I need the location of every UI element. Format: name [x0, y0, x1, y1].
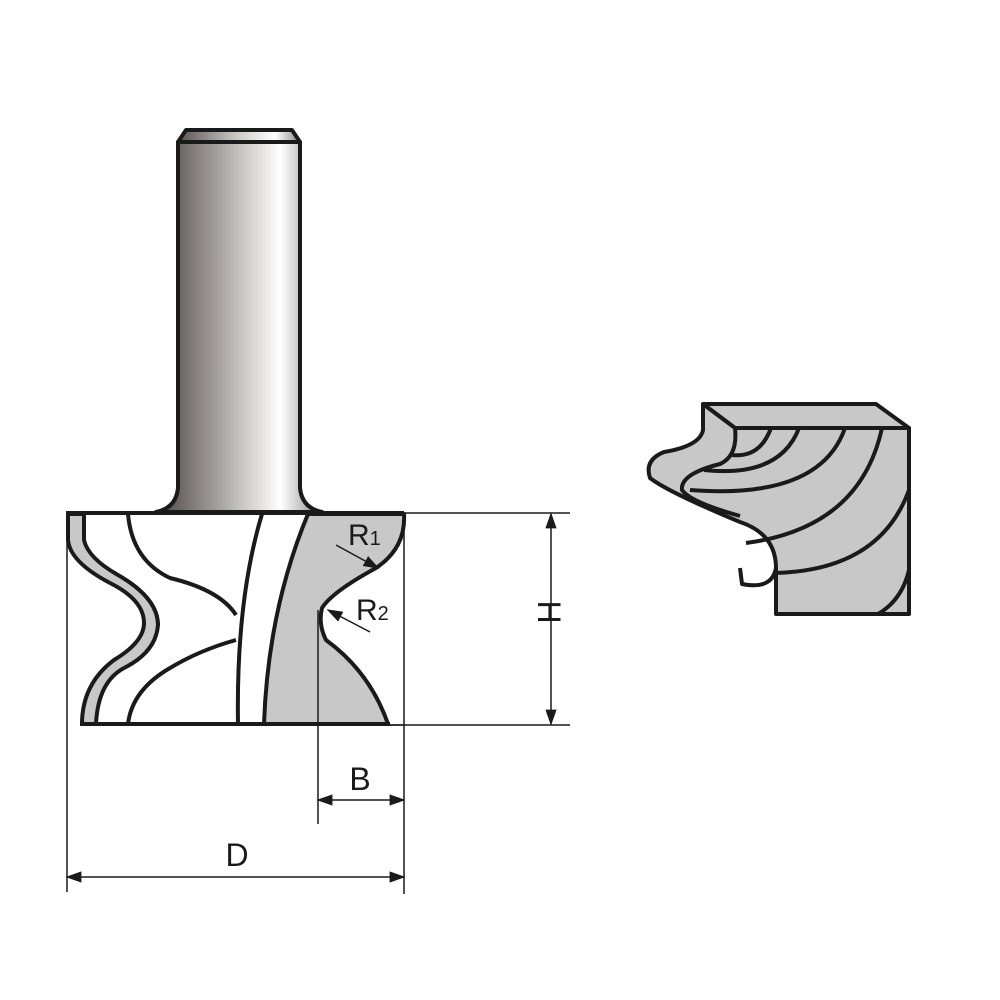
- diameter-dimension: D: [65, 837, 406, 883]
- shank: [154, 128, 324, 514]
- b-label: B: [349, 761, 370, 797]
- flute-line-left: [235, 513, 264, 725]
- d-label: D: [225, 837, 248, 873]
- extension-lines: [66, 512, 570, 894]
- b-dimension: B: [316, 761, 406, 806]
- r1-label: R1: [348, 519, 381, 552]
- height-label: H: [531, 600, 567, 623]
- r2-label: R2: [356, 594, 389, 627]
- left-flute-band: [66, 512, 160, 726]
- r1-annotation: R1: [335, 519, 381, 569]
- wood-profile: [646, 402, 911, 616]
- height-dimension: H: [531, 512, 567, 726]
- middle-curve-lower: [126, 638, 237, 725]
- r2-annotation: R2: [326, 594, 389, 633]
- middle-curve-upper: [126, 513, 238, 617]
